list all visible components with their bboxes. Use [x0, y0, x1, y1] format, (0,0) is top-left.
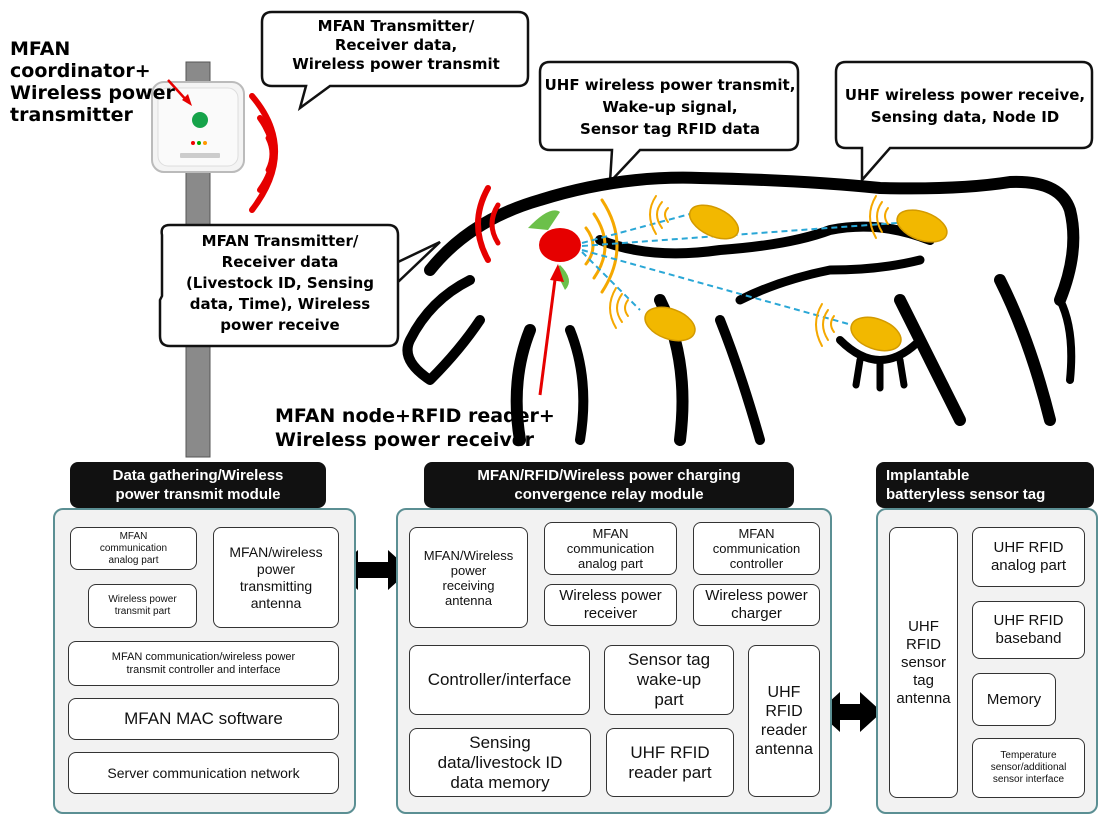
reader-callout: UHF wireless power transmit, Wake-up sig…: [544, 76, 796, 138]
sensor-tag-icons: [644, 204, 948, 352]
cow-outline: [402, 171, 1080, 446]
mfan-node-icon: [528, 210, 581, 290]
coordinator-label: MFAN coordinator+ Wireless power transmi…: [10, 38, 175, 126]
tag-callout: UHF wireless power receive, Sensing data…: [844, 86, 1086, 126]
tag-memory-box: Memory: [972, 673, 1056, 726]
rfid-links: [581, 213, 911, 331]
relay-module-title: MFAN/RFID/Wireless power charging conver…: [424, 462, 794, 508]
node-signal-icon: [475, 185, 501, 263]
node-callout: MFAN Transmitter/ Receiver data (Livesto…: [185, 232, 375, 334]
node-pointer: [538, 271, 558, 396]
coordinator-device-icon: [151, 81, 245, 173]
mfan-mac-software-box: MFAN MAC software: [68, 698, 339, 740]
node-label: MFAN node+RFID reader+ Wireless power re…: [275, 405, 555, 451]
coordinator-callout: MFAN Transmitter/ Receiver data, Wireles…: [292, 17, 500, 73]
server-network-box: Server communication network: [68, 752, 339, 794]
sensor-tag-module-title: Implantable batteryless sensor tag: [876, 462, 1094, 508]
tag-signal-icons: [609, 195, 889, 347]
data-gathering-module-title: Data gathering/Wireless power transmit m…: [70, 462, 326, 508]
coordinator-signal-icon: [249, 93, 278, 213]
callout-shapes: [158, 10, 1094, 348]
controller-interface-box: Controller/interface: [409, 645, 590, 715]
